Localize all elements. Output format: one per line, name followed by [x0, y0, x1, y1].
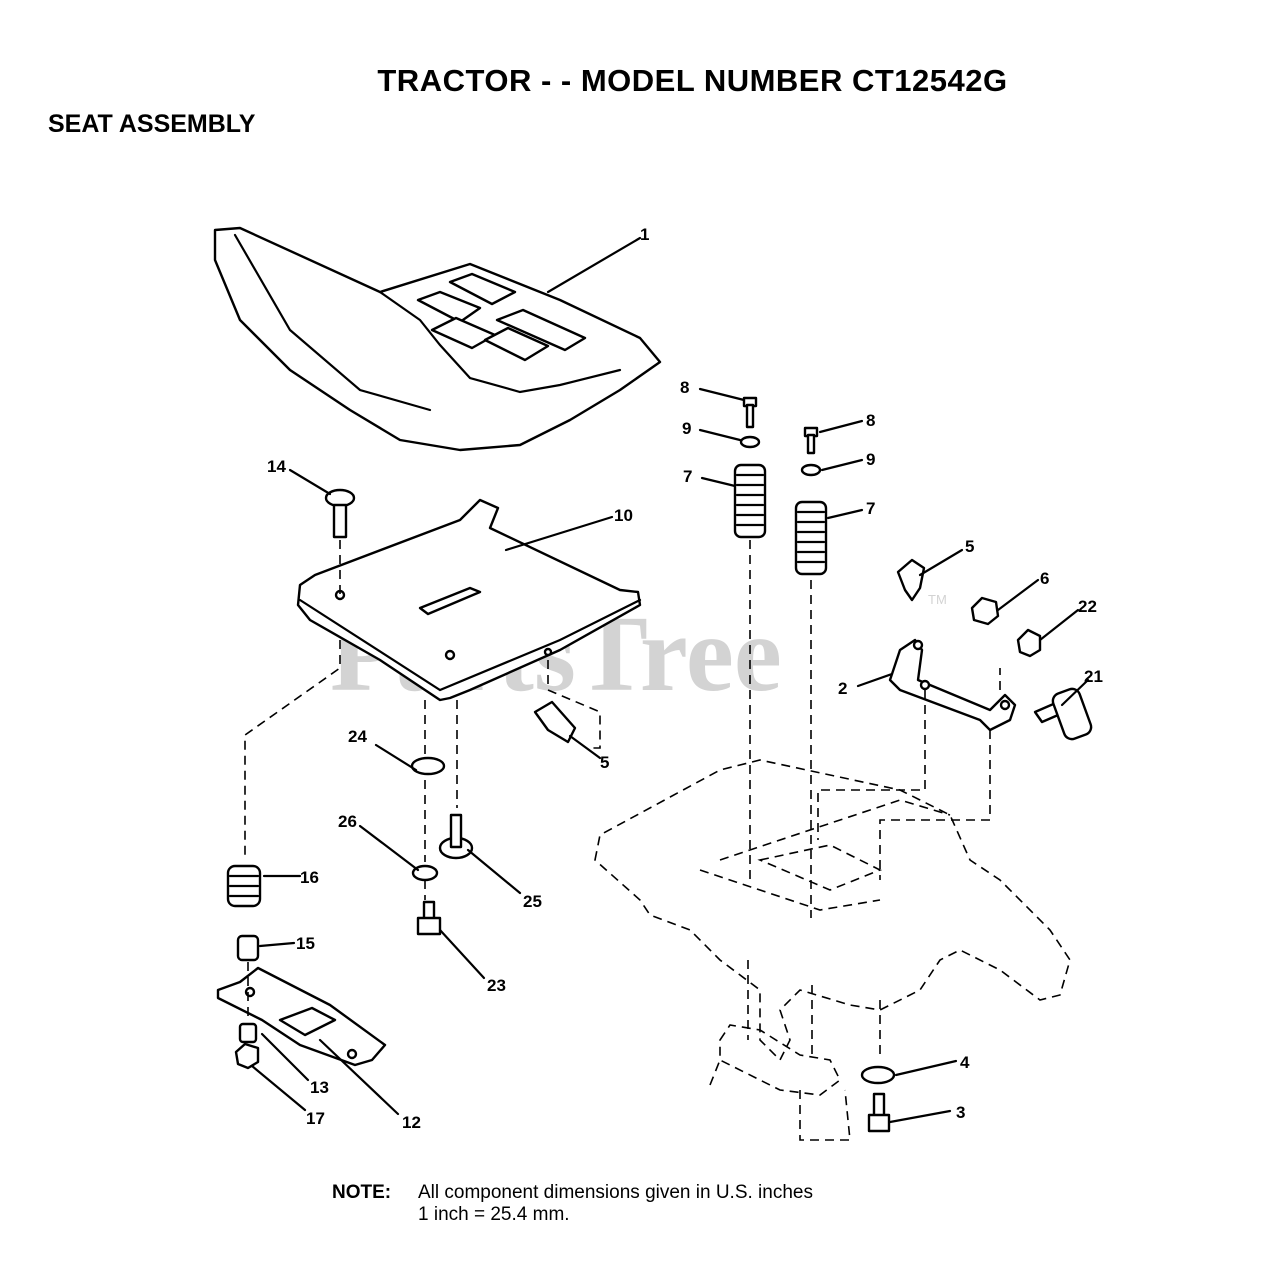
callout-7a: 7 [683, 467, 692, 486]
note-body: All component dimensions given in U.S. i… [418, 1182, 813, 1226]
note-line-1: All component dimensions given in U.S. i… [418, 1182, 813, 1203]
callout-14: 14 [267, 457, 286, 476]
seat [213, 226, 662, 452]
page-title: TRACTOR - - MODEL NUMBER CT12542G [377, 63, 1008, 98]
frame-outline [594, 759, 1071, 1141]
callout-5a: 5 [965, 537, 974, 556]
callout-9a: 9 [682, 419, 691, 438]
callout-2: 2 [838, 679, 847, 698]
callout-5b: 5 [600, 753, 609, 772]
callout-21: 21 [1084, 667, 1103, 686]
section-title: SEAT ASSEMBLY [48, 110, 256, 138]
callout-8a: 8 [680, 378, 689, 397]
note-label: NOTE: [332, 1182, 392, 1203]
callout-15: 15 [296, 934, 315, 953]
callout-8b: 8 [866, 411, 875, 430]
callout-1: 1 [640, 225, 649, 244]
assembly-lines [244, 540, 1001, 1060]
bracket [888, 638, 1017, 732]
note-line-2: 1 inch = 25.4 mm. [418, 1204, 570, 1225]
callout-23: 23 [487, 976, 506, 995]
callout-26: 26 [338, 812, 357, 831]
callout-9b: 9 [866, 450, 875, 469]
callout-7b: 7 [866, 499, 875, 518]
leader-lines [250, 236, 1090, 1124]
callout-13: 13 [310, 1078, 329, 1097]
seat-pan [296, 498, 642, 702]
hardware [234, 396, 1093, 1133]
springs [226, 463, 828, 908]
callout-16: 16 [300, 868, 319, 887]
watermark-tm: TM [928, 592, 947, 607]
callout-12: 12 [402, 1113, 421, 1132]
callout-17: 17 [306, 1109, 325, 1128]
dimension-note: NOTE: All component dimensions given in U… [332, 1182, 813, 1226]
callout-22: 22 [1078, 597, 1097, 616]
callout-3: 3 [956, 1103, 965, 1122]
callout-25: 25 [523, 892, 542, 911]
callout-6: 6 [1040, 569, 1049, 588]
callout-labels: 1 2 3 4 5 5 6 7 7 8 8 9 9 10 12 13 14 15… [267, 225, 1103, 1132]
callout-4: 4 [960, 1053, 970, 1072]
callout-24: 24 [348, 727, 367, 746]
callout-10: 10 [614, 506, 633, 525]
